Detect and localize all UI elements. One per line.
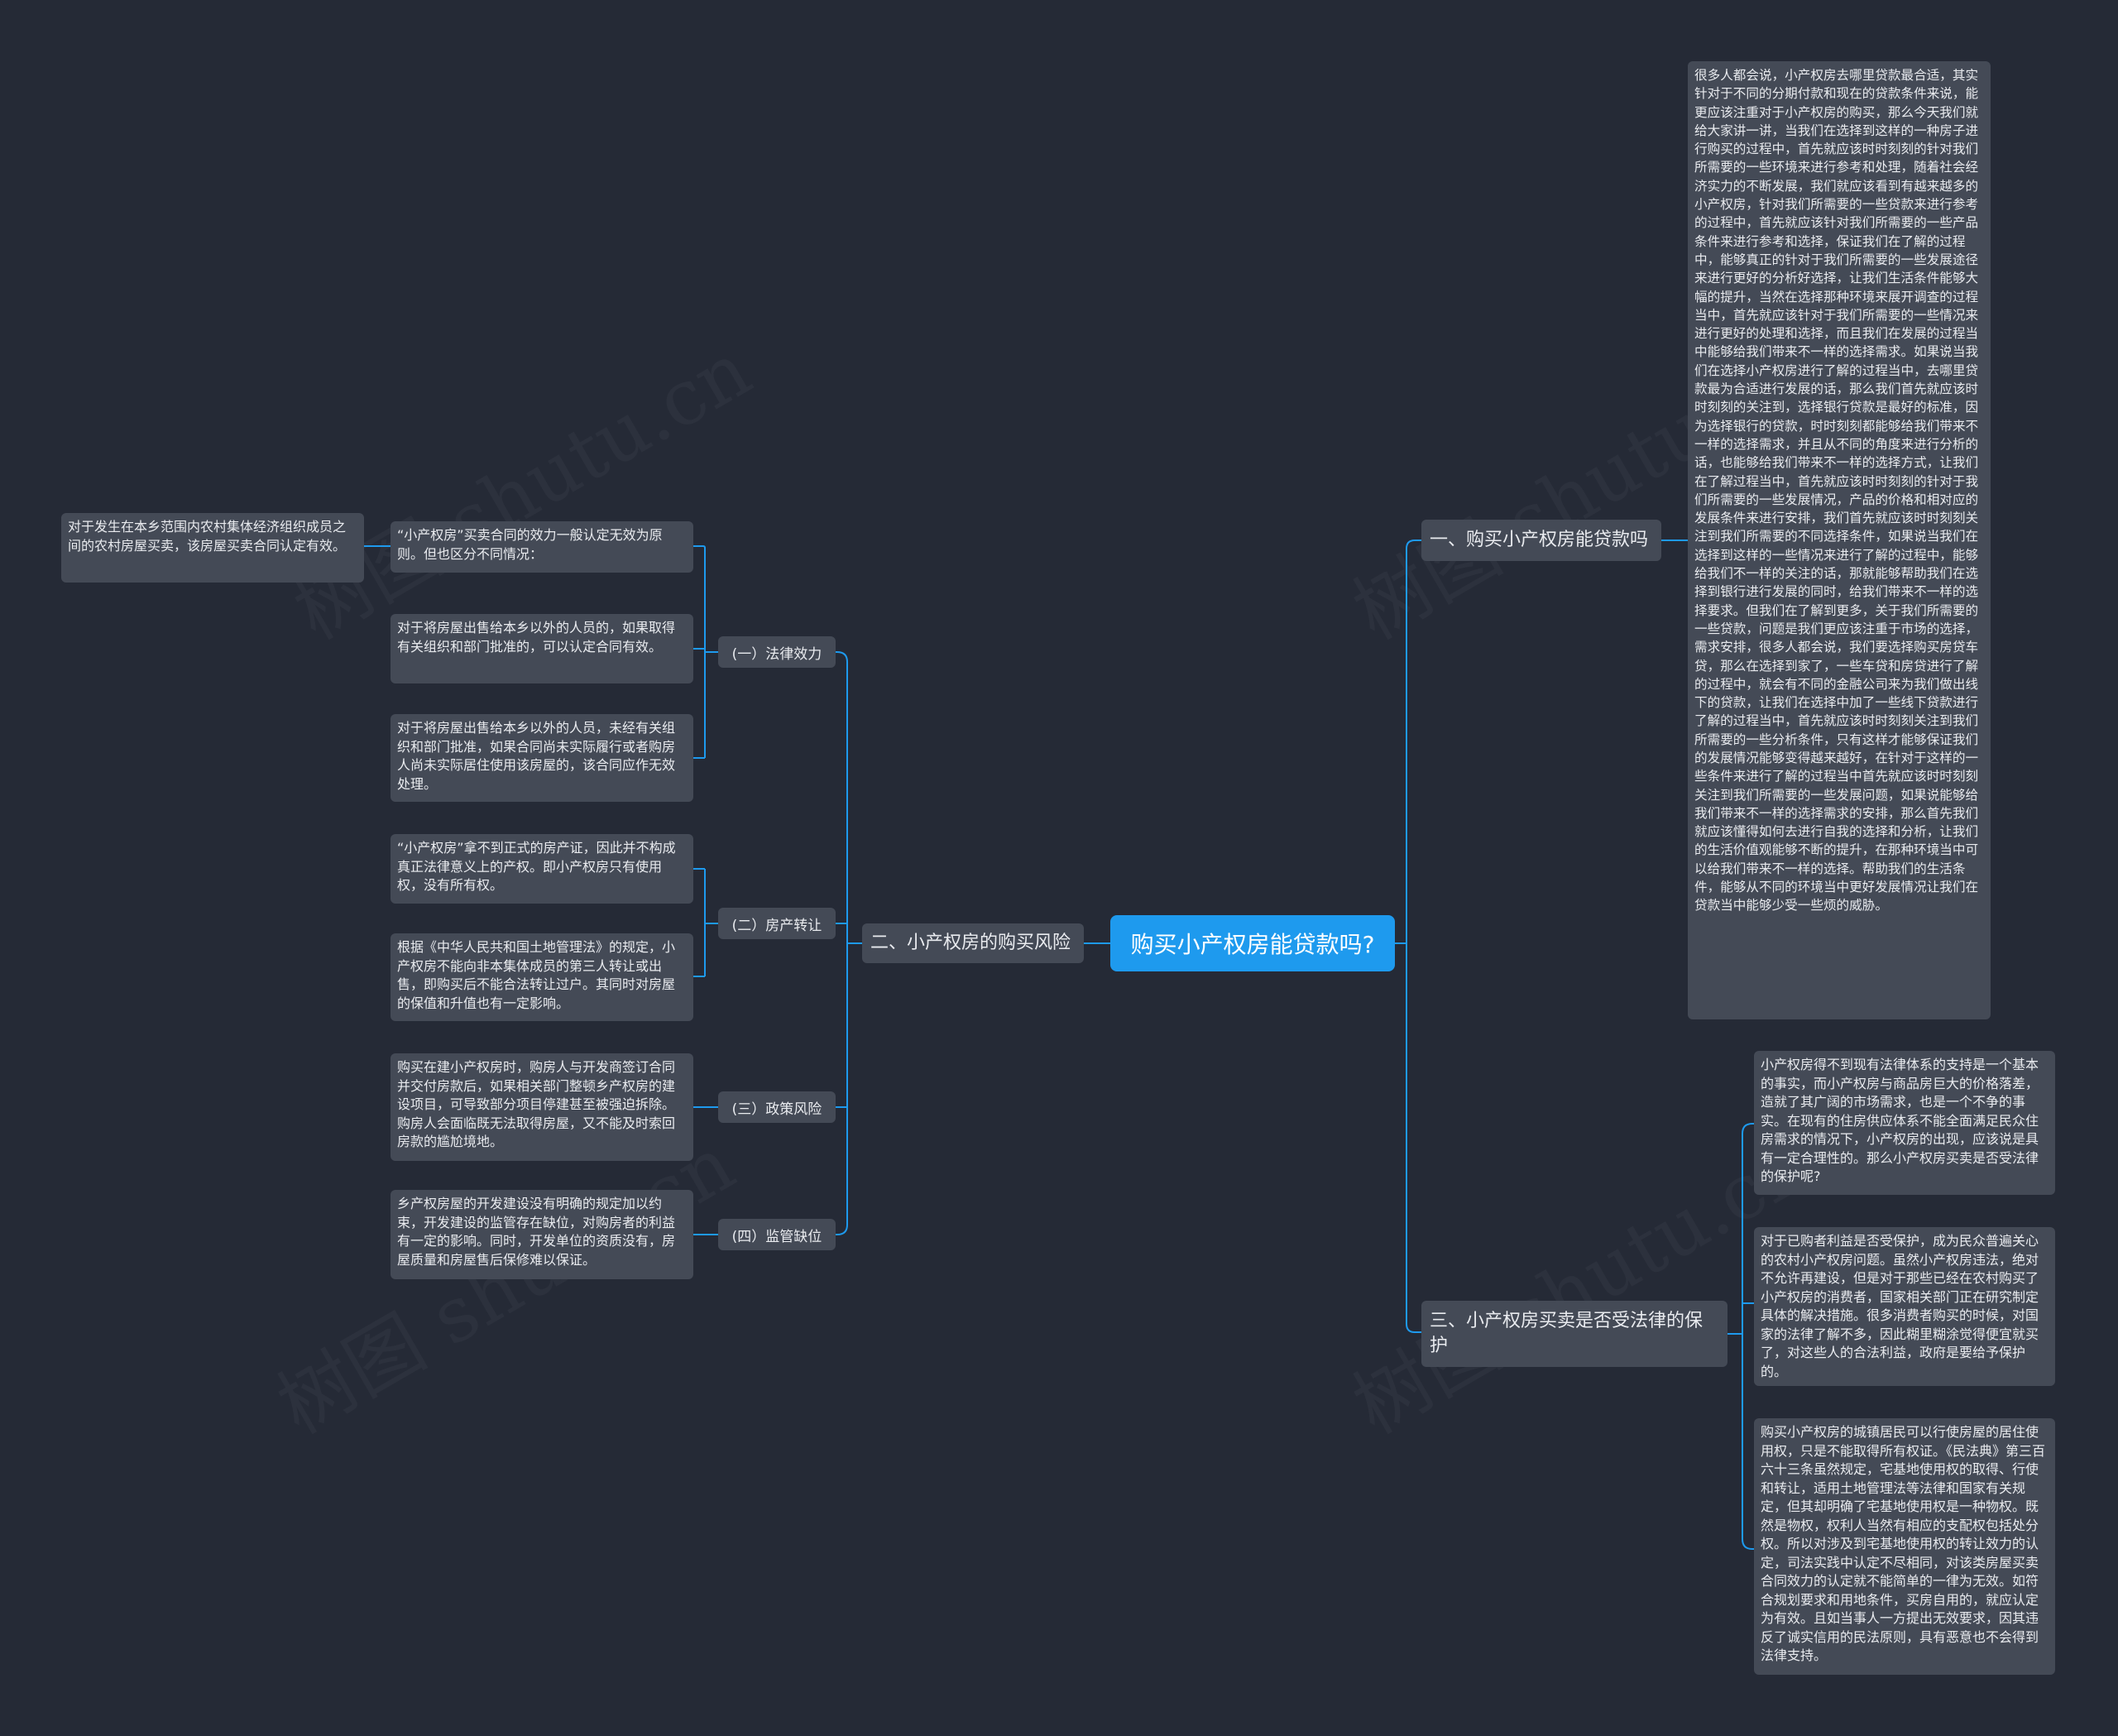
branch-3-leaf-2: 对于已购者利益是否受保护，成为民众普遍关心的农村小产权房问题。虽然小产权房违法，… [1754,1227,2055,1386]
sub-policy-risk[interactable]: (三）政策风险 [718,1091,836,1123]
sub-legal-effect-leaf-3: 对于将房屋出售给本乡以外的人员，未经有关组织和部门批准，如果合同尚未实际履行或者… [391,714,693,802]
link-sub2-spine [704,869,718,976]
sub-policy-risk-leaf-1: 购买在建小产权房时，购房人与开发商签订合同并交付房款后，如果相关部门整顿乡产权房… [391,1053,693,1161]
link-root-b3 [1406,943,1421,1333]
sub-regulatory-gap[interactable]: (四）监管缺位 [718,1219,836,1250]
link-b2-spine [846,662,862,1225]
sub-legal-effect-leaf-1: “小产权房”买卖合同的效力一般认定无效为原则。但也区分不同情况： [391,521,693,573]
sub-property-transfer-leaf-1: “小产权房”拿不到正式的房产证，因此并不构成真正法律意义上的产权。即小产权房只有… [391,834,693,904]
sub-legal-effect-extra: 对于发生在本乡范围内农村集体经济组织成员之间的农村房屋买卖，该房屋买卖合同认定有… [61,513,364,583]
root-node[interactable]: 购买小产权房能贷款吗? [1110,915,1395,971]
sub-property-transfer-leaf-2: 根据《中华人民共和国土地管理法》的规定，小产权房不能向非本集体成员的第三人转让或… [391,933,693,1021]
branch-3-leaf-1: 小产权房得不到现有法律体系的支持是一个基本的事实，而小产权房与商品房巨大的价格落… [1754,1051,2055,1195]
link-b2-sub4 [836,1224,848,1235]
link-sub1-spine [704,548,718,758]
link-root-b1 [1395,540,1421,944]
sub-regulatory-gap-leaf-1: 乡产权房屋的开发建设没有明确的规定加以约束，开发建设的监管存在缺位，对购房者的利… [391,1190,693,1279]
branch-2-title[interactable]: 二、小产权房的购买风险 [862,923,1084,963]
branch-1-title[interactable]: 一、购买小产权房能贷款吗 [1421,520,1661,561]
branch-3-leaf-3: 购买小产权房的城镇居民可以行使房屋的居住使用权，只是不能取得所有权证。《民法典》… [1754,1418,2055,1675]
link-b3-leaf1 [1742,1123,1754,1134]
branch-1-text: 很多人都会说，小产权房去哪里贷款最合适，其实针对于不同的分期付款和现在的贷款条件… [1688,61,1991,1019]
link-b3-spine [1727,1134,1743,1539]
link-b2-sub1 [836,651,848,663]
link-sub1-leaf1 [693,545,706,549]
sub-legal-effect-leaf-2: 对于将房屋出售给本乡以外的人员的，如果取得有关组织和部门批准的，可以认定合同有效… [391,614,693,683]
sub-property-transfer[interactable]: (二）房产转让 [718,908,836,939]
link-b3-leaf3 [1742,1538,1754,1550]
branch-3-title[interactable]: 三、小产权房买卖是否受法律的保护 [1421,1301,1727,1367]
sub-legal-effect[interactable]: (一）法律效力 [718,636,836,668]
